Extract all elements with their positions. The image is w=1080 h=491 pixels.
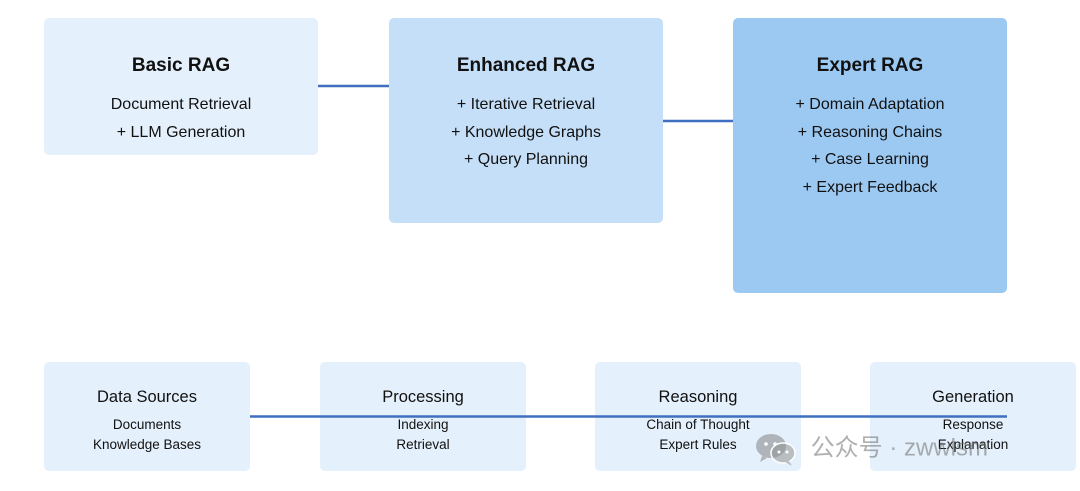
processing-item: Retrieval [396, 437, 450, 452]
generation-title: Generation [932, 388, 1014, 406]
expert-rag-box: Expert RAG + Domain Adaptation + Reasoni… [733, 18, 1007, 293]
data-sources-box: Data Sources Documents Knowledge Bases [44, 362, 250, 471]
data-sources-title: Data Sources [97, 388, 197, 406]
watermark: 公众号 · zwwlsm [754, 428, 1054, 468]
data-sources-item: Knowledge Bases [92, 437, 202, 452]
reasoning-item: Expert Rules [659, 437, 737, 452]
expert-rag-feature: + Expert Feedback [802, 178, 938, 196]
basic-rag-box: Basic RAG Document Retrieval + LLM Gener… [44, 18, 318, 155]
expert-rag-feature: + Reasoning Chains [797, 123, 943, 141]
processing-title: Processing [382, 388, 464, 406]
reasoning-title: Reasoning [658, 388, 738, 406]
basic-rag-title: Basic RAG [131, 55, 231, 76]
basic-rag-feature: Document Retrieval [110, 96, 252, 113]
enhanced-rag-feature: + Iterative Retrieval [456, 96, 596, 113]
wechat-icon [756, 433, 796, 466]
processing-item: Indexing [397, 417, 449, 432]
expert-rag-title: Expert RAG [816, 55, 924, 76]
generation-item: Response [942, 417, 1004, 432]
enhanced-rag-box: Enhanced RAG + Iterative Retrieval + Kno… [389, 18, 663, 223]
reasoning-item: Chain of Thought [646, 417, 750, 432]
enhanced-rag-feature: + Query Planning [463, 151, 589, 168]
enhanced-rag-feature: + Knowledge Graphs [451, 123, 601, 141]
data-sources-item: Documents [112, 417, 182, 432]
watermark-text: 公众号 · zwwlsm [810, 434, 988, 462]
basic-rag-feature: + LLM Generation [116, 123, 246, 141]
expert-rag-feature: + Domain Adaptation [795, 96, 945, 113]
enhanced-rag-title: Enhanced RAG [456, 55, 596, 76]
expert-rag-feature: + Case Learning [811, 151, 929, 168]
generation-item: Explanation [937, 437, 1009, 452]
